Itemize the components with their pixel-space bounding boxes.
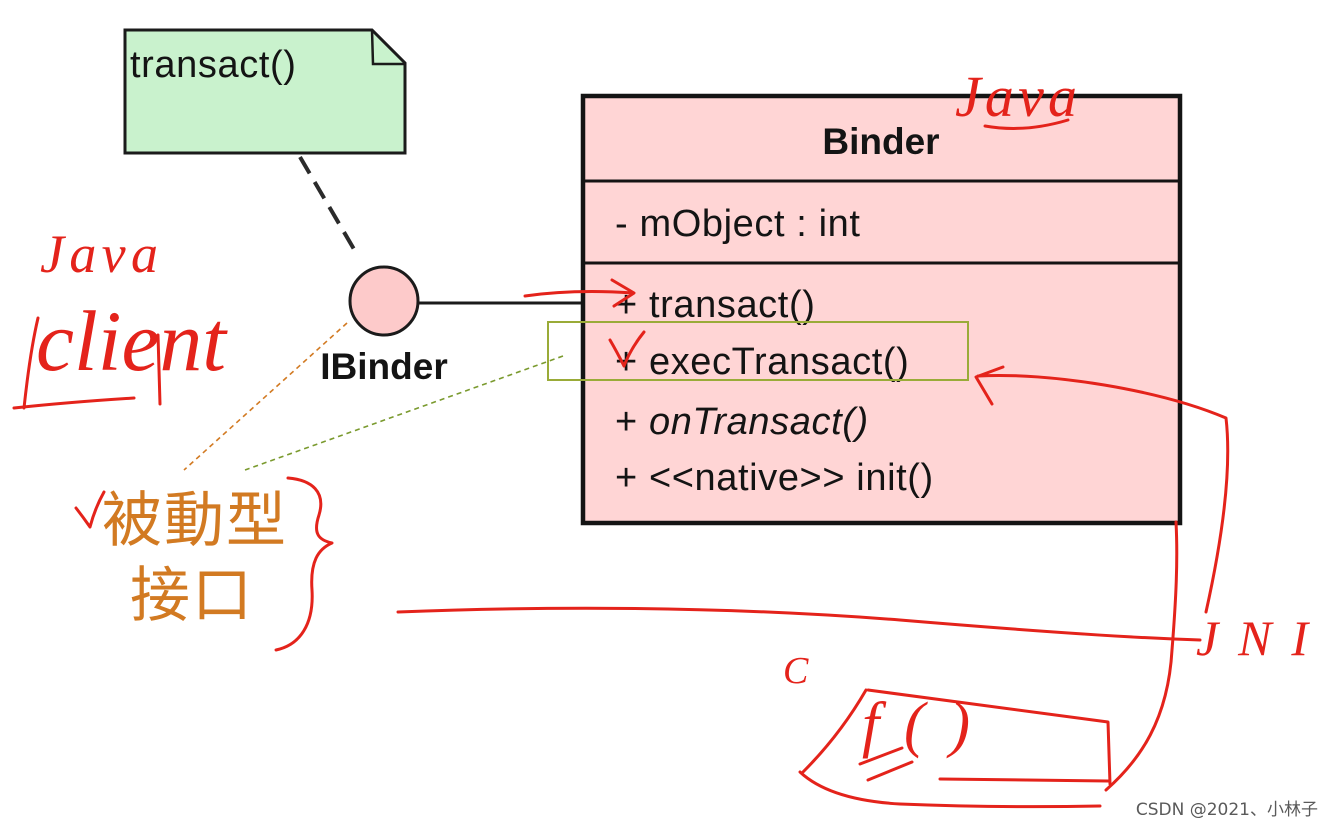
watermark: CSDN @2021、小林子 <box>1136 800 1318 820</box>
caption-pointer-olive <box>244 355 564 471</box>
note-shape <box>123 28 407 155</box>
method-visibility: + <box>615 457 638 499</box>
client-bracket <box>12 316 162 410</box>
note: transact() <box>123 28 407 155</box>
caption-brace <box>274 476 334 652</box>
interface-label: IBinder <box>320 346 447 387</box>
method-row: + execTransact() <box>615 341 909 383</box>
function-box <box>798 688 1112 809</box>
method-row: + onTransact() <box>615 401 869 443</box>
client-label: client <box>36 293 228 389</box>
function-scribble <box>858 746 914 782</box>
java-top-underline <box>983 118 1070 130</box>
caption-pointer-orange <box>183 322 348 471</box>
handwritten-strokes <box>12 118 1230 809</box>
method-name: onTransact() <box>649 401 869 443</box>
c-label: C <box>783 650 809 692</box>
attribute-row: - mObject : int <box>615 203 861 245</box>
caption-line-1: 被動型 <box>102 486 288 556</box>
interface: IBinder <box>320 265 448 387</box>
method-name: transact() <box>649 284 815 326</box>
exectransact-arrow <box>974 365 1230 614</box>
method-name: execTransact() <box>649 341 909 383</box>
method-visibility: + <box>615 284 638 326</box>
note-fold <box>370 29 405 66</box>
note-text: transact() <box>130 44 296 86</box>
caption-check-mark <box>74 490 106 529</box>
method-row: + <<native>> init() <box>615 457 934 499</box>
method-name: <<native>> init() <box>649 457 934 499</box>
caption: 被動型 接口 <box>102 486 288 631</box>
jni-return-line <box>1104 520 1179 792</box>
class-box <box>580 93 1183 526</box>
binder-class: Binder - mObject : int + transact() + ex… <box>580 93 1183 526</box>
attribute-visibility: - <box>615 203 628 245</box>
exectransact-check-mark <box>608 330 646 368</box>
method-row: + transact() <box>615 284 815 326</box>
transact-arrow <box>523 278 636 308</box>
caption-line-2: 接口 <box>130 561 254 631</box>
attribute-name: mObject : int <box>639 203 860 245</box>
class-name: Binder <box>822 121 939 162</box>
java-left-label: Java <box>40 224 158 284</box>
interface-lollipop <box>348 265 420 337</box>
jni-boundary-line <box>396 606 1202 642</box>
note-connector <box>298 155 360 258</box>
function-label: f() <box>862 691 970 759</box>
highlight-box <box>547 321 969 381</box>
method-visibility: + <box>615 401 638 443</box>
jni-label: JNI <box>1196 610 1310 666</box>
